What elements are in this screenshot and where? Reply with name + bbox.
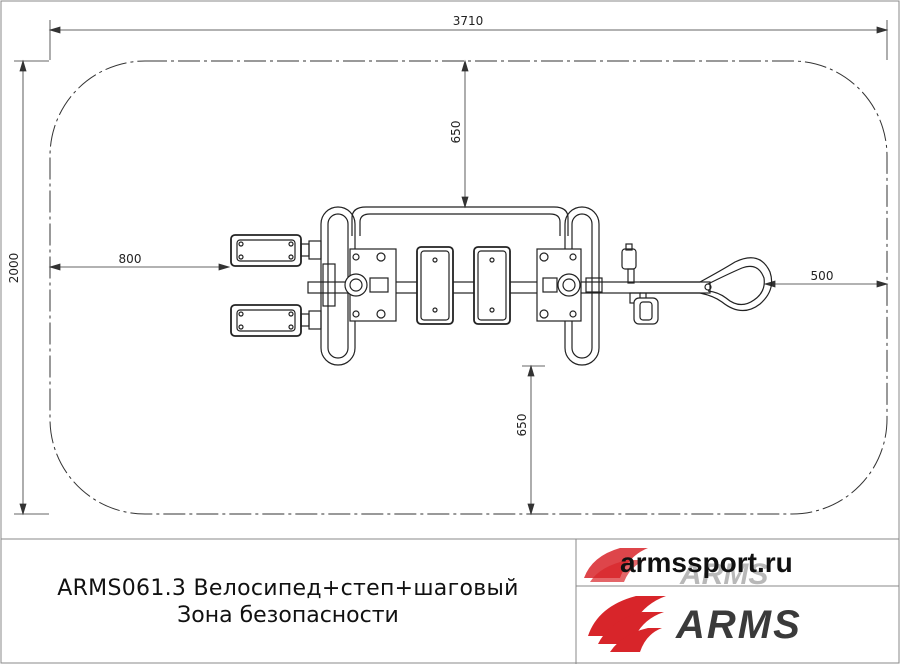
handle-arm	[640, 281, 700, 294]
step-pedal-right	[473, 246, 511, 325]
drawing-title: ARMS061.3 Велосипед+степ+шаговый	[57, 576, 519, 601]
dim-right-label: 500	[811, 269, 834, 283]
dim-right	[763, 280, 889, 288]
left-crank	[344, 273, 368, 297]
handle-loop	[699, 257, 773, 312]
arms-stripes-logo: ARMS	[584, 548, 768, 591]
top-rail	[351, 206, 569, 236]
step-pedal-left	[416, 246, 454, 325]
brand-logo-text: ARMS	[675, 603, 802, 647]
svg-text:ARMS: ARMS	[679, 558, 768, 591]
site-url[interactable]: armssport.ru	[620, 547, 793, 578]
dim-width-label: 3710	[453, 14, 484, 28]
arms-brand-logo: ARMS	[588, 596, 802, 652]
equipment-top-view	[230, 206, 773, 366]
dim-left	[48, 263, 231, 271]
safety-zone-outline	[49, 60, 888, 515]
dim-bottom-label: 650	[515, 414, 529, 437]
dim-height	[14, 59, 49, 516]
dim-left-label: 800	[119, 252, 142, 266]
dim-height-label: 2000	[7, 253, 21, 284]
dim-top	[461, 59, 469, 209]
right-crank	[557, 273, 581, 297]
drawing-subtitle: Зона безопасности	[177, 603, 399, 628]
site-box: armssport.ru	[578, 542, 898, 586]
dim-width	[48, 20, 889, 60]
dim-top-label: 650	[449, 121, 463, 144]
title-block: ARMS061.3 Велосипед+степ+шаговый Зона бе…	[0, 540, 576, 664]
dim-bottom	[522, 364, 545, 516]
